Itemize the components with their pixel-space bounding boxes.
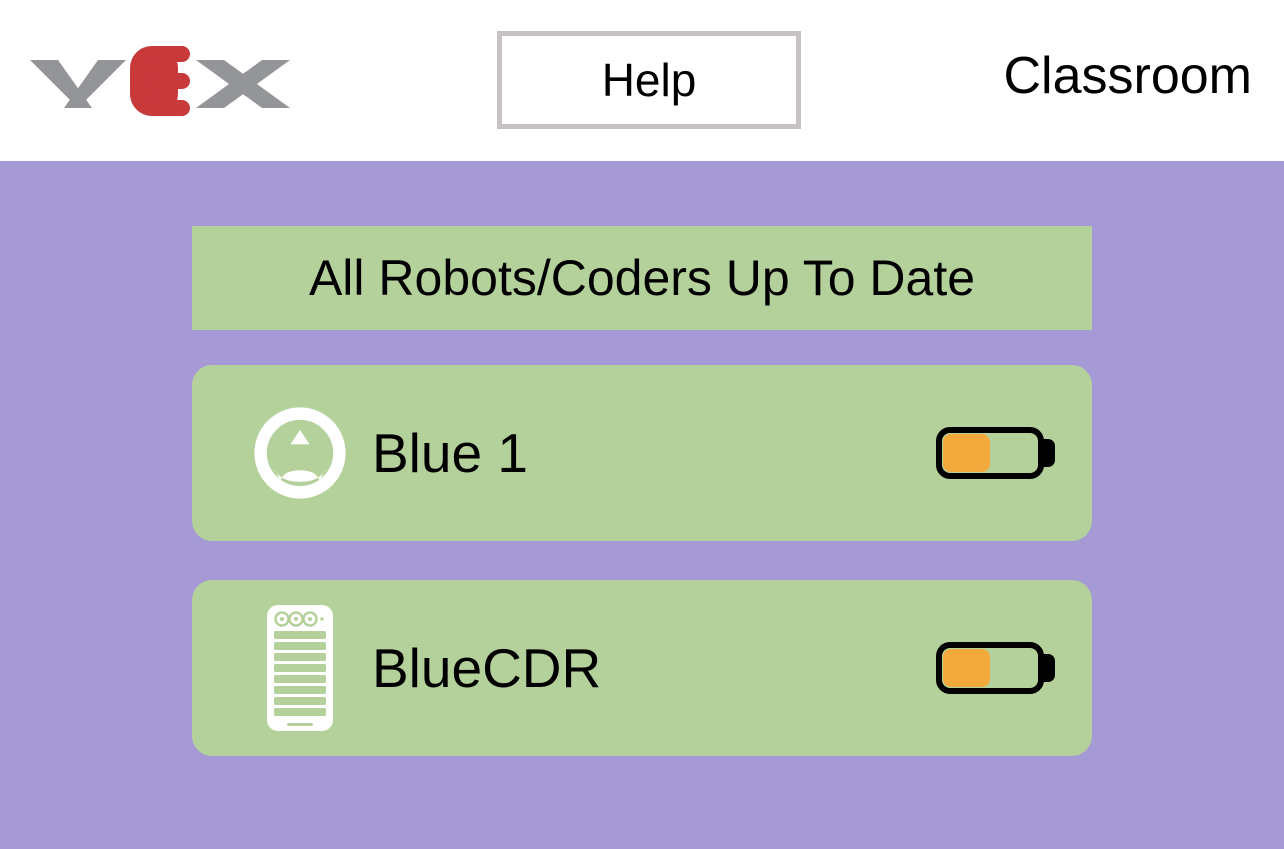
device-icon-wrapper (250, 388, 350, 518)
device-row-blue-1[interactable]: Blue 1 (192, 365, 1092, 541)
status-banner: All Robots/Coders Up To Date (192, 226, 1092, 330)
vex-robot-brain-icon (254, 407, 346, 499)
main-content: All Robots/Coders Up To Date Blue 1 (0, 161, 1284, 849)
battery-indicator (936, 425, 1060, 481)
battery-cap (1042, 439, 1055, 467)
device-name-label: Blue 1 (372, 421, 528, 484)
battery-fill (943, 649, 990, 687)
battery-icon (936, 425, 1060, 481)
battery-body (936, 427, 1044, 479)
help-button[interactable]: Help (497, 31, 801, 129)
vex-logo (28, 38, 290, 124)
device-name-label: BlueCDR (372, 636, 602, 699)
battery-icon (936, 640, 1060, 696)
battery-body (936, 642, 1044, 694)
classroom-title: Classroom (1003, 47, 1253, 105)
status-banner-text: All Robots/Coders Up To Date (308, 250, 976, 306)
vex-coder-device-icon (267, 605, 333, 731)
device-icon-wrapper (250, 603, 350, 733)
battery-fill (943, 434, 990, 472)
help-button-label: Help (601, 54, 697, 106)
app-header: Help Classroom (0, 0, 1284, 161)
vex-logo-icon (30, 46, 290, 116)
battery-indicator (936, 640, 1060, 696)
device-row-bluecdr[interactable]: BlueCDR (192, 580, 1092, 756)
battery-cap (1042, 654, 1055, 682)
